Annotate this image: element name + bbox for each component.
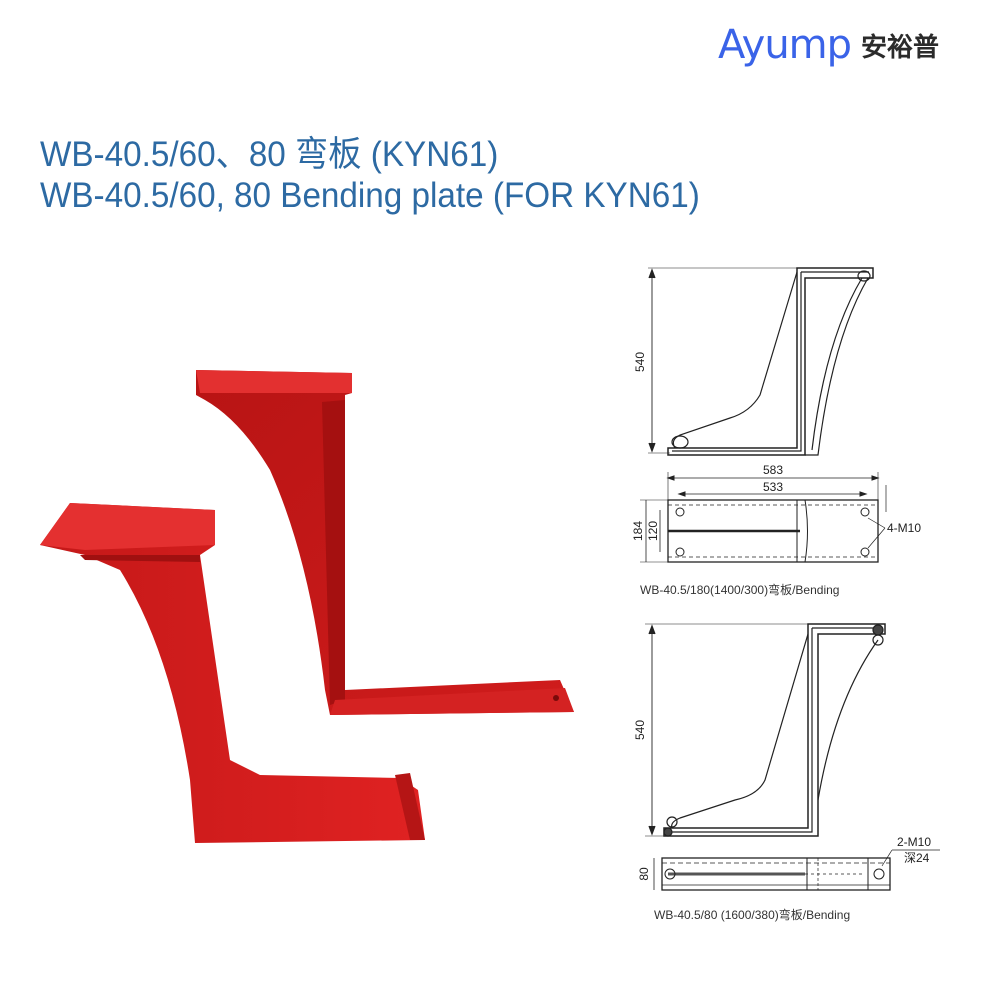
drawing2-plan-view [653, 849, 940, 891]
title-chinese: WB-40.5/60、80 弯板 (KYN61) [40, 135, 499, 174]
drawing1-width-533: 533 [763, 480, 783, 494]
drawing2-hole-note: 2-M10 [897, 835, 931, 849]
drawing2-side-view [645, 623, 886, 837]
drawing1-height-120: 120 [646, 521, 660, 541]
bending-plate-back [196, 370, 574, 715]
drawing2-depth-80: 80 [637, 867, 651, 881]
logo-chinese-name: 安裕普 [861, 32, 940, 63]
bending-plate-front [40, 503, 425, 843]
drawing1-caption: WB-40.5/180(1400/300)弯板/Bending [640, 582, 839, 597]
drawing1-height-label: 540 [633, 352, 647, 372]
brand-logo: Ayump 安裕普 [718, 20, 939, 70]
technical-drawings: 540 583 533 184 120 4-M10 WB-40.5/180(14… [631, 267, 940, 922]
drawing1-plan-view [640, 472, 887, 563]
logo-wordmark: Ayump [718, 22, 852, 68]
drawing1-side-view [648, 267, 874, 456]
drawing1-width-583: 583 [763, 463, 783, 477]
drawing1-hole-note: 4-M10 [887, 521, 921, 535]
title-english: WB-40.5/60, 80 Bending plate (FOR KYN61) [40, 176, 700, 215]
product-photo [40, 370, 574, 843]
drawing1-height-184: 184 [631, 521, 645, 541]
drawing2-hole-depth: 深24 [904, 851, 930, 865]
drawing2-height-label: 540 [633, 720, 647, 740]
drawing2-caption: WB-40.5/80 (1600/380)弯板/Bending [654, 907, 850, 922]
